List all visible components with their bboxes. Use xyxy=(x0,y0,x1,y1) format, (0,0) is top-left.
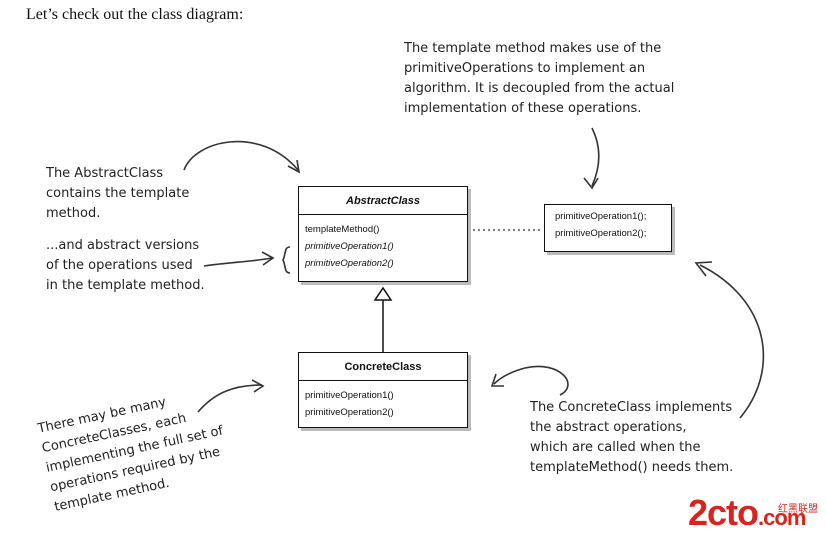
implementation-box: primitiveOperation1(); primitiveOperatio… xyxy=(544,204,672,252)
operation-template-method: templateMethod() xyxy=(305,224,380,235)
arrow-abstract-note xyxy=(183,140,299,171)
concrete-class-operations: primitiveOperation1() primitiveOperation… xyxy=(299,381,467,427)
note-concrete-implements: The ConcreteClass implements the abstrac… xyxy=(530,400,734,475)
arrow-abstract-versions xyxy=(203,257,273,267)
implementation-operations: primitiveOperation1(); primitiveOperatio… xyxy=(545,205,671,245)
note-abstract-contains: The AbstractClass contains the template … xyxy=(46,166,190,221)
arrow-many-concrete xyxy=(197,384,263,413)
note-abstract-versions: ...and abstract versions of the operatio… xyxy=(46,238,205,293)
concrete-operation-2: primitiveOperation2() xyxy=(305,407,394,418)
arrow-template-note xyxy=(591,127,600,187)
abstract-class-box: AbstractClass templateMethod() primitive… xyxy=(298,186,468,282)
note-template-method: The template method makes use of the pri… xyxy=(404,41,675,116)
brace xyxy=(282,246,291,274)
impl-operation-2: primitiveOperation2(); xyxy=(555,228,647,239)
inheritance-arrowhead xyxy=(373,286,393,301)
abstract-class-operations: templateMethod() primitiveOperation1() p… xyxy=(299,215,467,278)
arrow-right-curve xyxy=(699,264,765,419)
abstract-class-name: AbstractClass xyxy=(299,187,467,215)
impl-operation-1: primitiveOperation1(); xyxy=(555,211,647,222)
concrete-class-box: ConcreteClass primitiveOperation1() prim… xyxy=(298,352,468,428)
watermark-cn-text: 红黑联盟 xyxy=(778,504,818,515)
concrete-operation-1: primitiveOperation1() xyxy=(305,390,394,401)
operation-primitive-2: primitiveOperation2() xyxy=(305,258,394,269)
operation-primitive-1: primitiveOperation1() xyxy=(305,241,394,252)
intro-text: Let’s check out the class diagram: xyxy=(26,6,244,23)
watermark-logo: 2cto.com xyxy=(688,492,806,533)
arrow-concrete-implements xyxy=(493,365,569,396)
concrete-class-name: ConcreteClass xyxy=(299,353,467,381)
